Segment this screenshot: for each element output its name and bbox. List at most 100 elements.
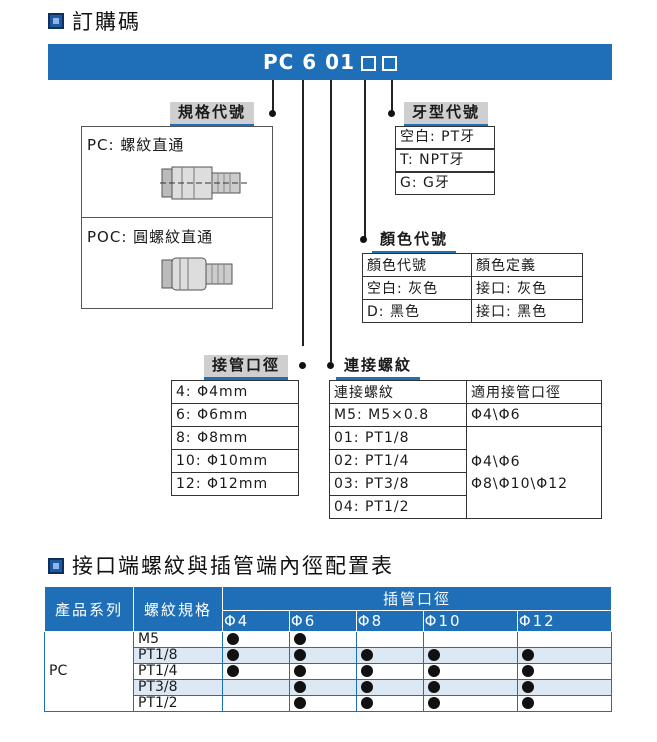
series-cell: PC <box>44 631 134 712</box>
connector-line <box>330 80 332 362</box>
available-dot <box>427 681 440 693</box>
availability-cell <box>422 695 518 712</box>
thread-spec-cell: M5 <box>133 631 223 648</box>
thread-header: 連接螺紋 <box>329 380 467 404</box>
tube-od-item: 12: Φ12mm <box>171 472 299 496</box>
tube-size: Φ10 <box>422 610 518 632</box>
thread-cell: 04: PT1/2 <box>329 495 467 519</box>
tube-od-item: 4: Φ4mm <box>171 380 299 404</box>
availability-cell <box>355 679 424 696</box>
availability-cell <box>355 631 424 648</box>
availability-cell <box>516 679 613 696</box>
availability-cell <box>288 647 357 664</box>
available-dot <box>293 697 306 709</box>
code-box-2 <box>382 56 397 71</box>
order-code-text: PC 6 01 <box>262 50 355 74</box>
available-dot <box>293 681 306 693</box>
tube-od-item: 6: Φ6mm <box>171 403 299 427</box>
available-dot <box>521 697 534 709</box>
available-dot <box>227 633 239 645</box>
available-dot <box>360 665 373 677</box>
availability-cell <box>288 695 357 712</box>
config-table-title: 接口端螺紋與插管端內徑配置表 <box>72 554 394 578</box>
thread-type-item: 空白: PT牙 <box>395 126 495 149</box>
thread-cell: 02: PT1/4 <box>329 449 467 473</box>
tube-size: Φ4 <box>222 610 290 632</box>
fitting-image-poc <box>161 257 233 291</box>
tube-od-label: 接管口徑 <box>204 355 289 380</box>
thread-spec-cell: PT3/8 <box>133 679 223 696</box>
table-row: PT1/2 <box>45 695 613 712</box>
table-row: PT1/8 <box>45 647 613 664</box>
availability-cell <box>222 695 290 712</box>
bullet-dot <box>299 362 306 369</box>
available-dot <box>521 665 534 677</box>
bullet-dot <box>327 362 334 369</box>
tube-od-table: 4: Φ4mm 6: Φ6mm 8: Φ8mm 10: Φ10mm 12: Φ1… <box>171 380 299 496</box>
table-row: PT3/8 <box>45 679 613 696</box>
thread-cell: 01: PT1/8 <box>329 426 467 450</box>
available-dot <box>427 649 440 661</box>
availability-cell <box>516 663 613 680</box>
connector-line <box>364 80 366 240</box>
available-dot <box>293 665 306 677</box>
available-dot <box>427 697 440 709</box>
color-cell: 接口: 黑色 <box>471 299 583 323</box>
model-poc-text: POC: 圓螺紋直通 <box>87 228 214 246</box>
thread-header: 適用接管口徑 <box>466 380 602 404</box>
availability-cell <box>222 647 290 664</box>
color-header: 顏色定義 <box>471 253 583 277</box>
section-icon <box>48 13 64 29</box>
thread-type-item: T: NPT牙 <box>395 149 495 172</box>
available-dot <box>293 633 306 645</box>
bullet-dot <box>269 110 276 117</box>
bullet-dot <box>360 236 367 243</box>
fitting-image-pc <box>160 166 248 200</box>
bullet-dot <box>388 110 395 117</box>
connector-line <box>302 80 304 346</box>
color-cell: 接口: 灰色 <box>471 276 583 300</box>
available-dot <box>360 697 373 709</box>
color-label: 顏色代號 <box>372 229 457 254</box>
available-dot <box>521 649 534 661</box>
thread-cell: 03: PT3/8 <box>329 472 467 496</box>
availability-cell <box>288 679 357 696</box>
available-dot <box>360 681 373 693</box>
available-dot <box>227 649 239 661</box>
available-dot <box>360 649 373 661</box>
tube-size: Φ12 <box>516 610 613 632</box>
availability-cell <box>422 647 518 664</box>
availability-cell <box>516 647 613 664</box>
availability-cell <box>288 631 357 648</box>
table-row: PT1/4 <box>45 663 613 680</box>
tube-od-item: 10: Φ10mm <box>171 449 299 473</box>
thread-spec-cell: PT1/4 <box>133 663 223 680</box>
col-thread: 螺紋規格 <box>133 586 223 632</box>
availability-cell <box>516 695 613 712</box>
order-code-banner: PC 6 01 <box>48 44 612 80</box>
order-code-title: 訂購碼 <box>72 10 141 34</box>
color-header: 顏色代號 <box>362 253 472 277</box>
thread-type-item: G: G牙 <box>395 172 495 195</box>
tube-size: Φ6 <box>288 610 357 632</box>
availability-cell <box>516 631 613 648</box>
availability-cell <box>355 663 424 680</box>
model-frame-poc <box>81 217 273 309</box>
color-cell: 空白: 灰色 <box>362 276 472 300</box>
tube-size: Φ8 <box>355 610 424 632</box>
available-dot <box>521 681 534 693</box>
connector-line <box>391 80 393 114</box>
color-table: 顏色代號顏色定義 空白: 灰色接口: 灰色 D: 黑色接口: 黑色 <box>362 253 583 323</box>
color-cell: D: 黑色 <box>362 299 472 323</box>
thread-apply: Φ4\Φ6 <box>466 403 602 427</box>
model-pc-text: PC: 螺紋直通 <box>87 136 185 154</box>
col-tube: 插管口徑 <box>222 586 612 611</box>
thread-label: 連接螺紋 <box>336 355 421 380</box>
availability-cell <box>422 631 518 648</box>
available-dot <box>227 665 239 677</box>
availability-cell <box>422 663 518 680</box>
thread-spec-cell: PT1/2 <box>133 695 223 712</box>
